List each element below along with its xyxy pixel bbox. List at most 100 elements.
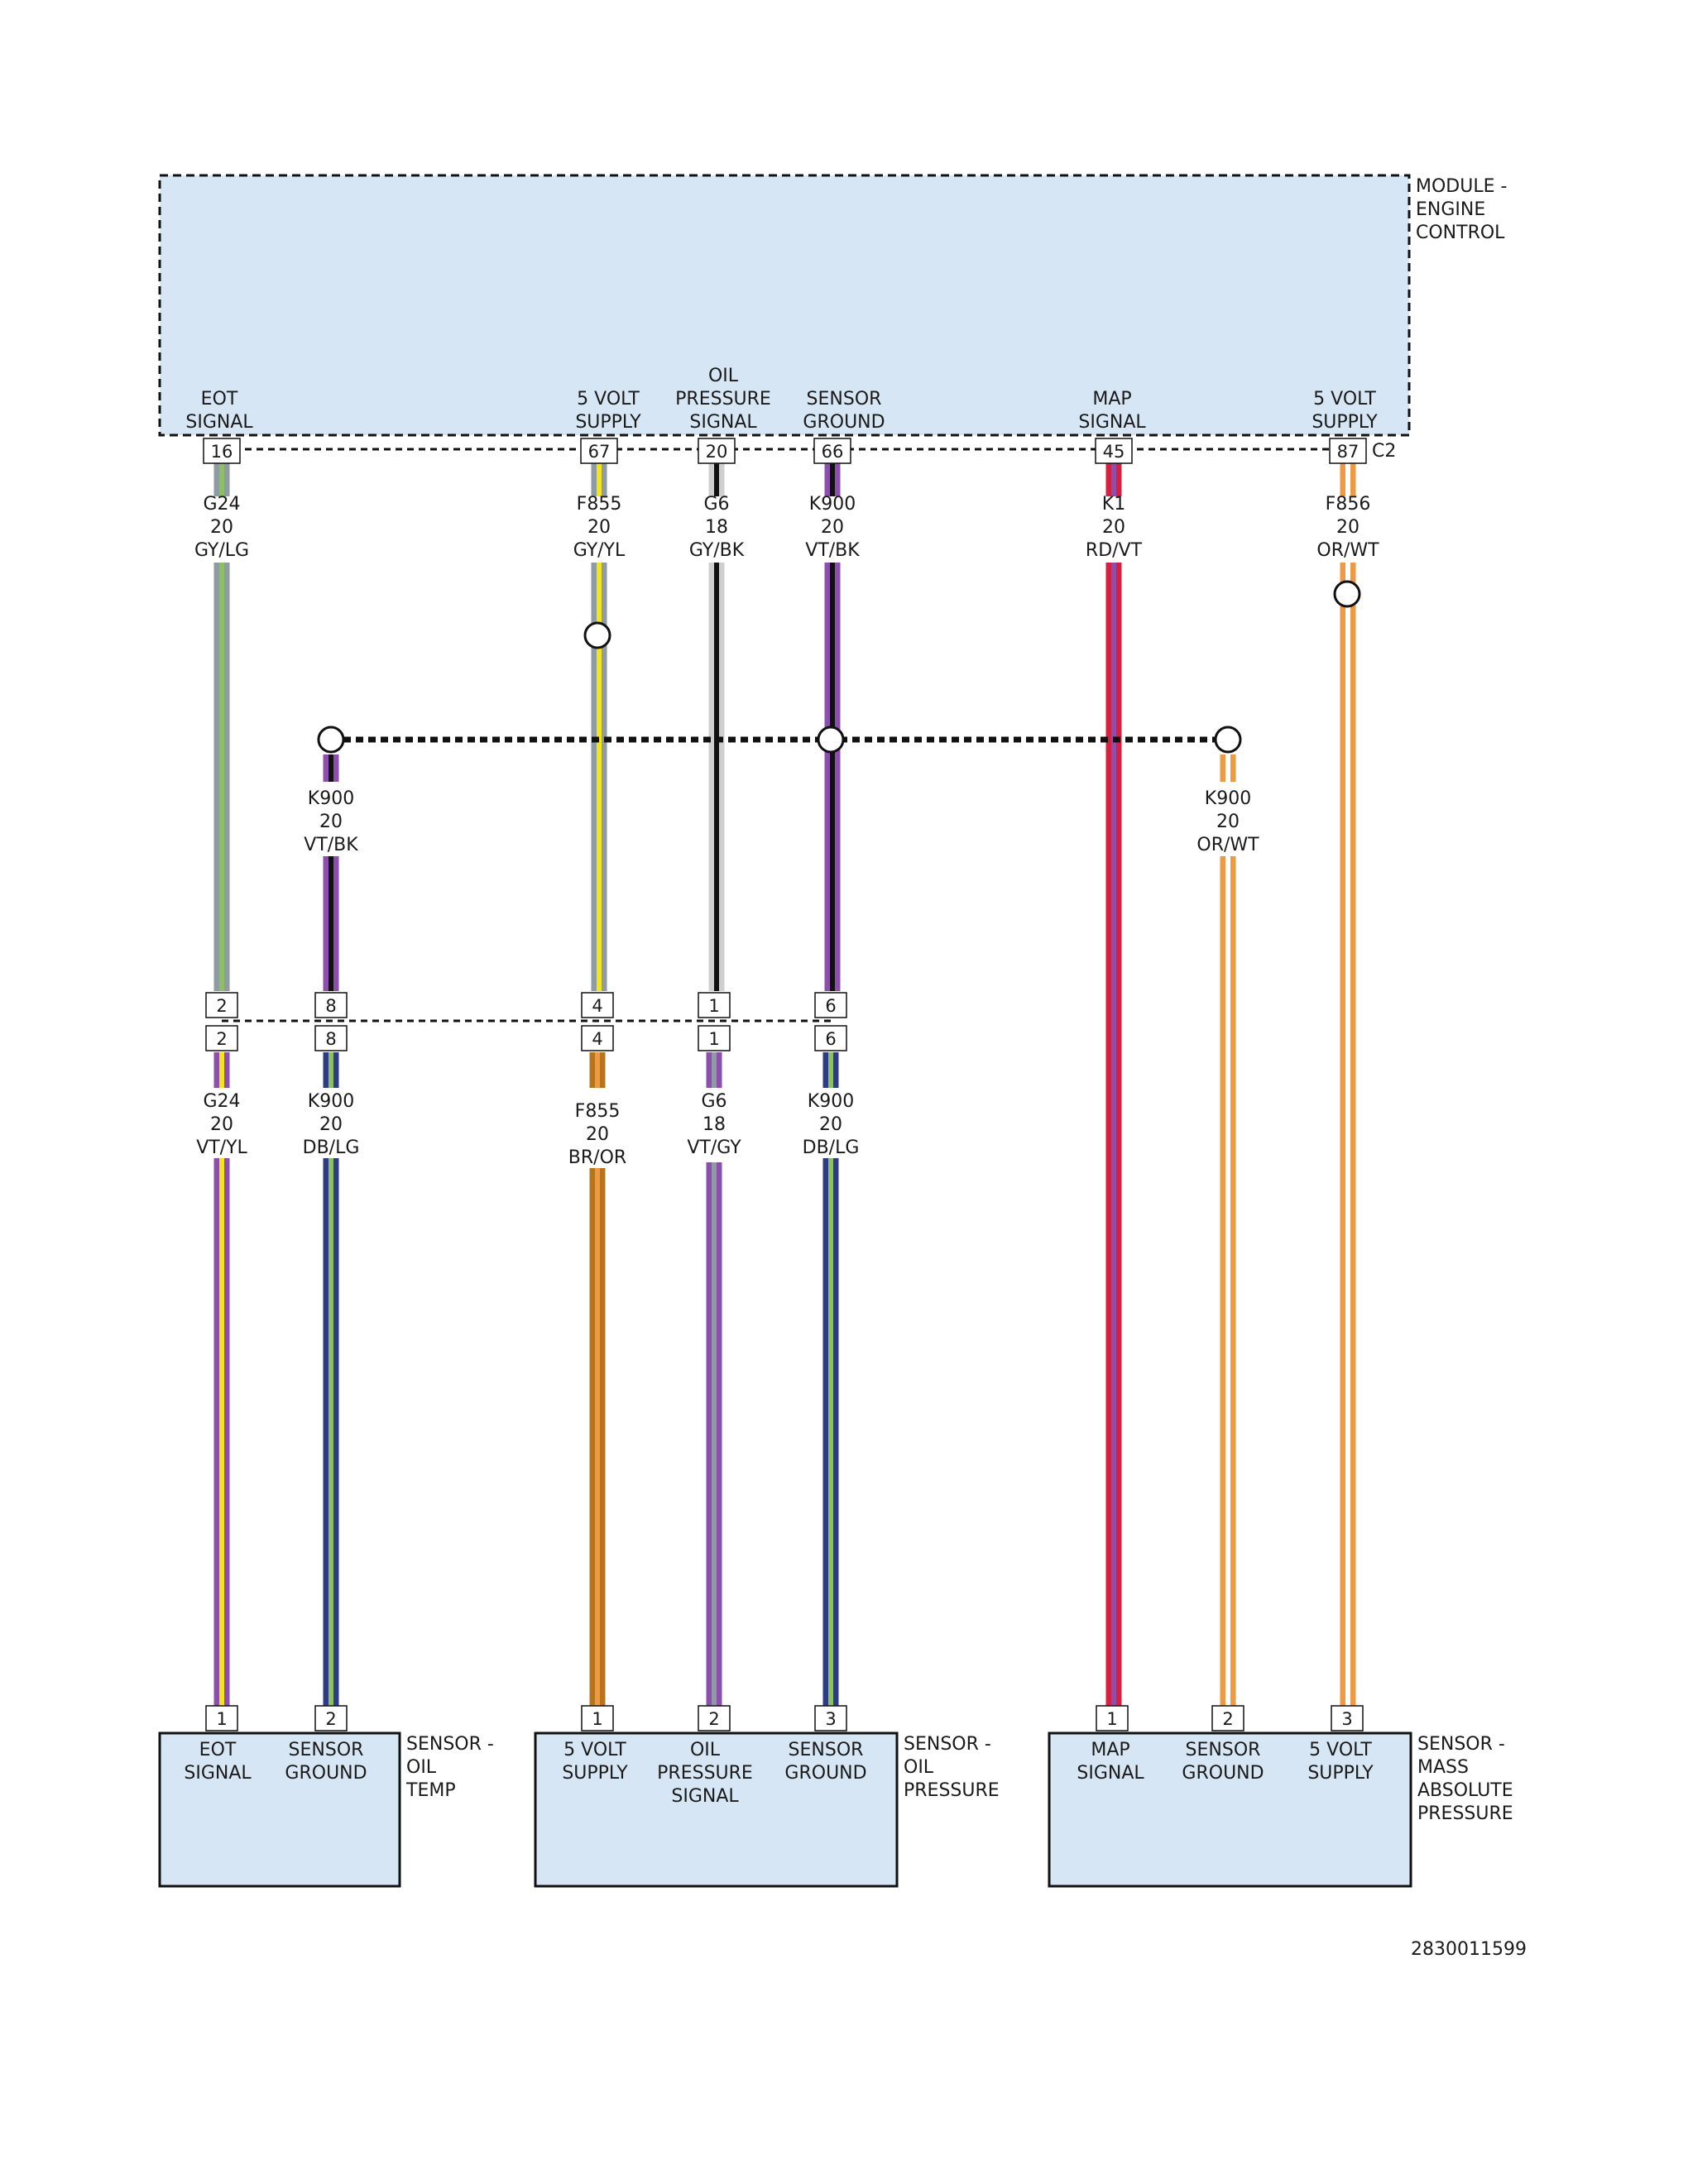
lower-wire-label: K900	[808, 1091, 854, 1112]
sensor-signal-label: PRESSURE	[657, 1763, 753, 1784]
upper-wire-label: 20	[1102, 517, 1125, 538]
upper-wire-label: RD/VT	[1086, 540, 1143, 561]
sensor-title: PRESSURE	[1417, 1803, 1513, 1824]
sensor-pin: 3	[1341, 1709, 1352, 1729]
sensor-title: ABSOLUTE	[1417, 1780, 1513, 1801]
module-title: MODULE -	[1416, 176, 1507, 197]
sensor-pin-box	[1096, 1705, 1129, 1731]
module-signal-label: PRESSURE	[675, 389, 771, 410]
lower-wire-label: VT/YL	[196, 1138, 247, 1158]
module-signal-label: MAP	[1092, 389, 1131, 410]
module-title: CONTROL	[1416, 223, 1505, 243]
splice-ground-right	[1214, 726, 1242, 754]
inline-bottom-pin-box	[581, 1025, 614, 1051]
sensor-box	[1048, 1731, 1412, 1888]
module-connector-id: C2	[1372, 441, 1396, 462]
lower-wire-label: F855	[575, 1101, 621, 1122]
lower-wire-label: 20	[319, 1114, 343, 1135]
sensor-signal-label: SUPPLY	[562, 1763, 628, 1784]
sensor-box	[534, 1731, 899, 1888]
sensor-signal-label: GROUND	[285, 1763, 367, 1784]
upper-wire-label: OR/WT	[1316, 540, 1379, 561]
module-pin-box	[580, 438, 618, 464]
sensor-signal-label: SIGNAL	[1077, 1763, 1144, 1784]
inline-bottom-pin-box	[314, 1025, 348, 1051]
sensor-pin-box	[1331, 1705, 1364, 1731]
module-pin: 87	[1337, 442, 1360, 462]
sensor-signal-label: MAP	[1091, 1740, 1129, 1760]
sensor-pin: 1	[592, 1709, 602, 1729]
branch-wire-label: 20	[319, 812, 343, 832]
module-signal-label: 5 VOLT	[577, 389, 640, 410]
splice-ground-center	[817, 726, 845, 754]
upper-wire-label: G6	[703, 494, 729, 515]
module-pin-box	[203, 438, 241, 464]
splice-f855	[583, 621, 611, 649]
sensor-pin-box	[314, 1705, 348, 1731]
lower-wire-label: G24	[203, 1091, 240, 1112]
sensor-signal-label: SIGNAL	[671, 1786, 739, 1807]
module-pin: 67	[588, 442, 611, 462]
upper-wire-label: F856	[1326, 494, 1371, 515]
module-signal-label: SIGNAL	[185, 412, 253, 433]
module-pin-box	[1329, 438, 1367, 464]
upper-wire-label: 18	[705, 517, 728, 538]
sensor-signal-label: SIGNAL	[184, 1763, 252, 1784]
branch-wire-label: K900	[1205, 788, 1251, 809]
sensor-pin-box	[814, 1705, 847, 1731]
sensor-signal-label: GROUND	[784, 1763, 866, 1784]
sensor-signal-label: SENSOR	[1186, 1740, 1261, 1760]
sensor-title: TEMP	[405, 1780, 456, 1801]
sensor-title: PRESSURE	[904, 1780, 1000, 1801]
sensor-title: SENSOR -	[904, 1734, 991, 1755]
sensor-signal-label: 5 VOLT	[1309, 1740, 1372, 1760]
module-pin: 16	[211, 442, 233, 462]
sensor-pin: 2	[708, 1709, 719, 1729]
branch-wire-label: VT/BK	[304, 835, 358, 855]
sensor-signal-label: SENSOR	[289, 1740, 364, 1760]
module-pin: 45	[1103, 442, 1125, 462]
branch-wire-label: K900	[308, 788, 354, 809]
inline-top-pin: 8	[325, 996, 336, 1016]
module-signal-label: OIL	[708, 366, 739, 386]
sensor-pin: 1	[1106, 1709, 1117, 1729]
lower-wire-label: BR/OR	[568, 1147, 626, 1168]
branch-wire-label: 20	[1216, 812, 1240, 832]
module-pin-box	[813, 438, 851, 464]
module-signal-label: SENSOR	[807, 389, 882, 410]
sensor-pin: 3	[825, 1709, 836, 1729]
inline-bottom-pin: 1	[708, 1029, 719, 1049]
module-signal-label: SUPPLY	[1312, 412, 1378, 433]
sensor-title: SENSOR -	[406, 1734, 494, 1755]
lower-wire-label: DB/LG	[303, 1138, 360, 1158]
sensor-signal-label: OIL	[690, 1740, 721, 1760]
upper-wire-label: GY/LG	[194, 540, 249, 561]
figure-id: 2830011599	[1411, 1939, 1527, 1960]
sensor-pin-box	[698, 1705, 731, 1731]
sensor-pin: 2	[325, 1709, 336, 1729]
upper-wire-label: VT/BK	[805, 540, 860, 561]
sensor-title: OIL	[904, 1757, 934, 1778]
module-signal-label: EOT	[201, 389, 238, 410]
inline-bottom-pin: 6	[825, 1029, 836, 1049]
lower-wire-label: K900	[308, 1091, 354, 1112]
inline-bottom-pin-box	[698, 1025, 731, 1051]
inline-top-pin: 2	[216, 996, 227, 1016]
lower-wire-label: 20	[586, 1124, 609, 1145]
inline-top-pin-box	[698, 992, 731, 1018]
engine-control-module-box	[158, 174, 1411, 437]
lower-wire-label: VT/GY	[687, 1138, 741, 1158]
upper-wire-label: 20	[821, 517, 844, 538]
branch-wire-label: OR/WT	[1196, 835, 1259, 855]
inline-top-pin-box	[581, 992, 614, 1018]
inline-bottom-pin: 4	[592, 1029, 602, 1049]
upper-wire-label: G24	[203, 494, 240, 515]
sensor-title: SENSOR -	[1417, 1734, 1505, 1755]
inline-top-pin: 4	[592, 996, 602, 1016]
inline-bottom-pin: 8	[325, 1029, 336, 1049]
module-signal-label: SIGNAL	[689, 412, 757, 433]
inline-top-pin-box	[814, 992, 847, 1018]
upper-wire-label: K900	[809, 494, 856, 515]
module-signal-label: SUPPLY	[575, 412, 641, 433]
